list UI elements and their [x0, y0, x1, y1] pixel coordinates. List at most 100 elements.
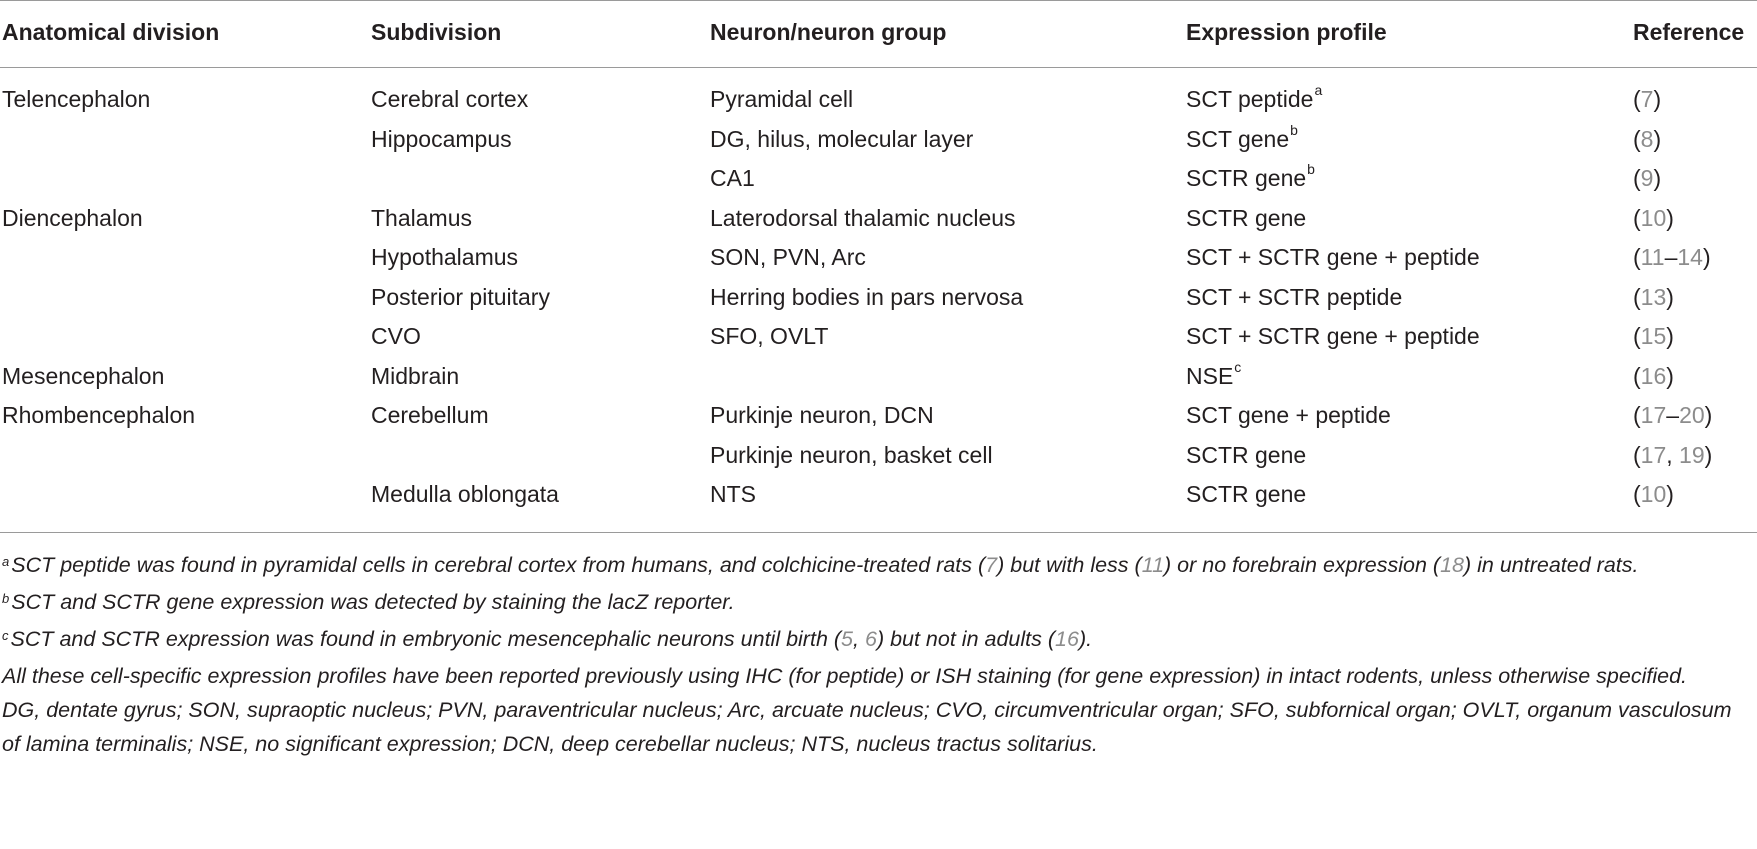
- cell-expression-profile: NSEc: [1186, 357, 1241, 397]
- table-row: Purkinje neuron, basket cell SCTR gene (17…: [0, 436, 1757, 476]
- footnote-text: ).: [1078, 627, 1093, 651]
- header-subdivision: Subdivision: [371, 19, 502, 45]
- cell-anatomical-division: Telencephalon: [2, 86, 151, 112]
- reference-link[interactable]: 19: [1679, 441, 1705, 468]
- cell-expression-profile: SCTR geneb: [1186, 159, 1315, 199]
- citation-link[interactable]: 5: [841, 627, 854, 651]
- expression-text: SCT gene + peptide: [1186, 402, 1391, 428]
- cell-reference: (15): [1633, 317, 1674, 357]
- reference-open-paren: (: [1633, 165, 1641, 191]
- header-rule: [0, 67, 1757, 68]
- reference-open-paren: (: [1633, 244, 1641, 270]
- reference-link[interactable]: 16: [1640, 362, 1667, 389]
- reference-open-paren: (: [1633, 362, 1641, 389]
- expression-text: SCTR gene: [1186, 204, 1307, 231]
- cell-reference: (16): [1633, 357, 1674, 397]
- expression-text: SCT gene: [1186, 125, 1290, 152]
- reference-link[interactable]: 10: [1640, 204, 1667, 231]
- cell-reference: (17, 19): [1633, 436, 1712, 476]
- expression-text: NSE: [1186, 362, 1234, 389]
- cell-subdivision: Hypothalamus: [371, 244, 519, 270]
- cell-anatomical-division: Diencephalon: [2, 204, 143, 231]
- bottom-rule: [0, 532, 1757, 533]
- reference-link[interactable]: 13: [1640, 283, 1667, 310]
- table-row: CA1 SCTR geneb (9): [0, 159, 1757, 199]
- cell-neuron-group: Herring bodies in pars nervosa: [710, 283, 1024, 310]
- citation-link[interactable]: 16: [1055, 627, 1079, 651]
- footnote-mark: b: [2, 591, 10, 606]
- footnote-marker: c: [1234, 358, 1242, 375]
- cell-expression-profile: SCT + SCTR peptide: [1186, 278, 1403, 318]
- reference-close-paren: ): [1704, 402, 1713, 428]
- cell-neuron-group: SON, PVN, Arc: [710, 244, 866, 270]
- footnote-mark: a: [2, 554, 10, 569]
- table-body: Telencephalon Cerebral cortex Pyramidal ce…: [0, 80, 1757, 515]
- cell-expression-profile: SCT + SCTR gene + peptide: [1186, 238, 1481, 278]
- cell-subdivision: Cerebral cortex: [371, 86, 529, 112]
- reference-link[interactable]: 7: [1640, 86, 1654, 112]
- cell-neuron-group: Purkinje neuron, basket cell: [710, 441, 993, 468]
- citation-link[interactable]: 18: [1440, 553, 1464, 577]
- reference-close-paren: ): [1666, 204, 1674, 231]
- cell-subdivision: Thalamus: [371, 204, 472, 231]
- reference-close-paren: ): [1653, 125, 1662, 152]
- cell-neuron-group: CA1: [710, 165, 755, 191]
- citation-link[interactable]: 11: [1141, 553, 1165, 577]
- cell-subdivision: Medulla oblongata: [371, 481, 559, 507]
- table-row: Hypothalamus SON, PVN, Arc SCT + SCTR gene…: [0, 238, 1757, 278]
- table-header: Anatomical division Subdivision Neuron/n…: [0, 12, 1757, 52]
- cell-reference: (13): [1633, 278, 1674, 318]
- reference-link[interactable]: 11: [1640, 244, 1665, 270]
- reference-link[interactable]: 17: [1640, 402, 1667, 428]
- cell-neuron-group: SFO, OVLT: [710, 323, 829, 349]
- cell-reference: (8): [1633, 120, 1661, 160]
- reference-link[interactable]: 17: [1640, 441, 1667, 468]
- reference-link[interactable]: 20: [1679, 402, 1705, 428]
- reference-separator: ,: [1666, 441, 1680, 468]
- citation-link[interactable]: 7: [985, 553, 998, 577]
- reference-link[interactable]: 15: [1640, 323, 1667, 349]
- footnote-text: ) or no forebrain expression (: [1164, 553, 1441, 577]
- reference-link[interactable]: 14: [1677, 244, 1703, 270]
- expression-text: SCTR gene: [1186, 441, 1307, 468]
- footnote-b: bSCT and SCTR gene expression was detect…: [2, 585, 1752, 622]
- reference-open-paren: (: [1633, 481, 1641, 507]
- reference-open-paren: (: [1633, 86, 1641, 112]
- cell-reference: (17–20): [1633, 396, 1712, 436]
- expression-text: SCTR gene: [1186, 481, 1307, 507]
- header-expression-profile: Expression profile: [1186, 19, 1387, 45]
- reference-separator: –: [1664, 244, 1678, 270]
- footnote-marker: a: [1314, 82, 1323, 99]
- reference-close-paren: ): [1653, 165, 1662, 191]
- footnote-text: ,: [853, 627, 865, 651]
- cell-reference: (10): [1633, 475, 1674, 515]
- reference-open-paren: (: [1633, 125, 1641, 152]
- expression-text: SCT + SCTR peptide: [1186, 283, 1403, 310]
- cell-expression-profile: SCT gene + peptide: [1186, 396, 1392, 436]
- header-neuron-group: Neuron/neuron group: [710, 19, 947, 45]
- footnote-a: aSCT peptide was found in pyramidal cell…: [2, 548, 1752, 585]
- reference-close-paren: ): [1666, 481, 1674, 507]
- reference-link[interactable]: 10: [1640, 481, 1667, 507]
- expression-text: SCT + SCTR gene + peptide: [1186, 323, 1480, 349]
- cell-subdivision: CVO: [371, 323, 421, 349]
- reference-close-paren: ): [1666, 283, 1674, 310]
- cell-neuron-group: Purkinje neuron, DCN: [710, 402, 934, 428]
- reference-link[interactable]: 9: [1640, 165, 1654, 191]
- cell-neuron-group: Pyramidal cell: [710, 86, 854, 112]
- reference-link[interactable]: 8: [1640, 125, 1654, 152]
- cell-subdivision: Posterior pituitary: [371, 283, 550, 310]
- footnote-text: SCT and SCTR gene expression was detecte…: [11, 590, 735, 614]
- expression-text: SCT + SCTR gene + peptide: [1186, 244, 1480, 270]
- reference-open-paren: (: [1633, 283, 1641, 310]
- footnote-text: SCT and SCTR expression was found in emb…: [10, 627, 842, 651]
- reference-close-paren: ): [1666, 362, 1674, 389]
- footnote-general: All these cell-specific expression profi…: [2, 664, 1688, 688]
- cell-reference: (9): [1633, 159, 1661, 199]
- cell-subdivision: Cerebellum: [371, 402, 489, 428]
- citation-link[interactable]: 6: [864, 627, 877, 651]
